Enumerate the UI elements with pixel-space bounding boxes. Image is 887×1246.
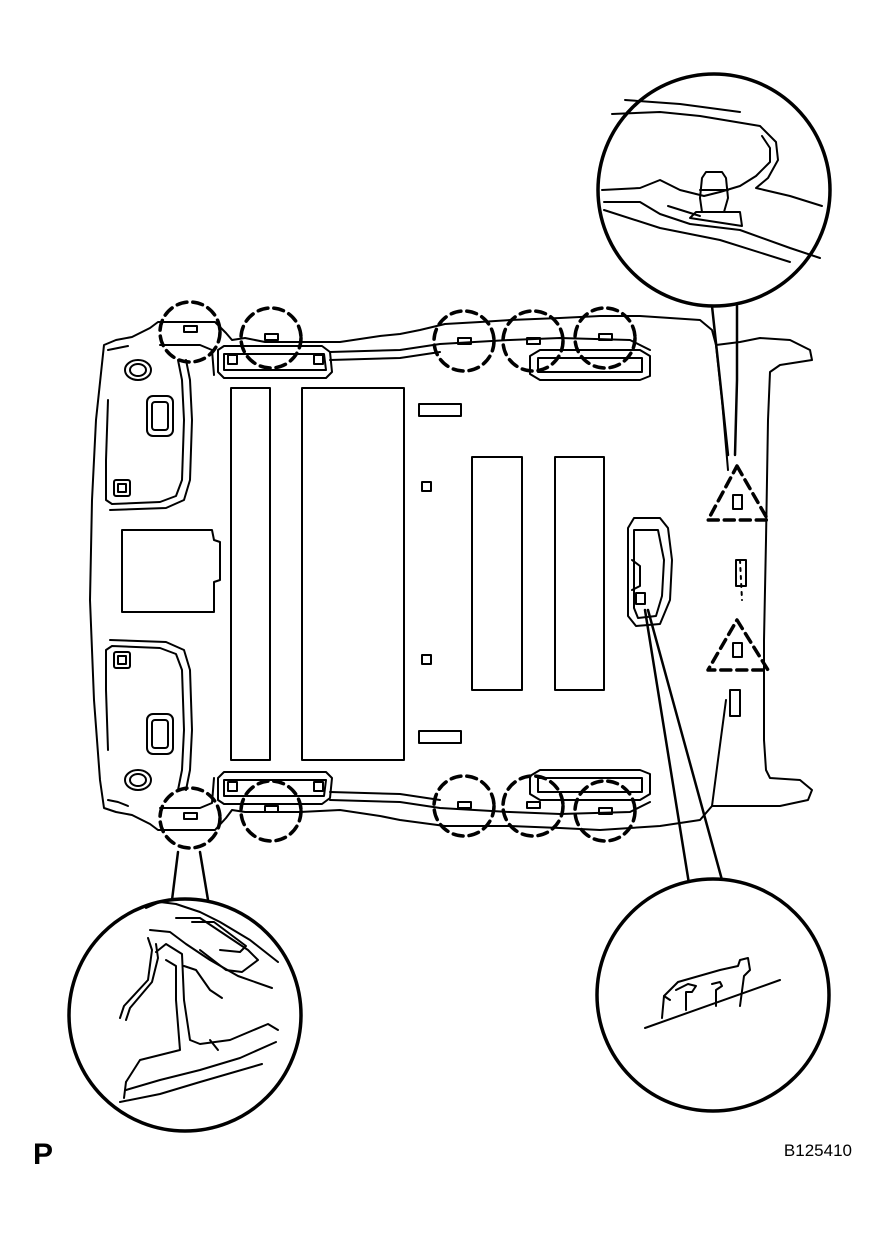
- clip-slots-top: [183, 325, 613, 345]
- detail-circle-top-right: [596, 72, 832, 457]
- rear-left-trim: [105, 639, 193, 791]
- claw-markers: [706, 464, 770, 672]
- clip-circle-top-5: [573, 306, 637, 370]
- clip-circle-bottom-2: [239, 779, 303, 843]
- clip-circle-top-2: [239, 306, 303, 370]
- top-bracket-left: [217, 345, 333, 379]
- clip-circle-bottom-5: [573, 779, 637, 843]
- bottom-bracket-right: [529, 769, 651, 801]
- rear-edge-slots: [729, 559, 747, 717]
- clip-circle-top-1: [158, 300, 222, 364]
- clip-markers-top: [158, 300, 637, 373]
- small-slots: [418, 403, 462, 744]
- clip-circle-top-3: [432, 309, 496, 373]
- clip-circle-top-4: [501, 309, 565, 373]
- detail-circle-bottom-left: [67, 850, 303, 1133]
- headliner-outline: [89, 315, 813, 831]
- sunroof-opening: [121, 529, 221, 613]
- long-panels: [230, 387, 605, 761]
- assist-grip: [627, 517, 673, 627]
- page-label: P: [33, 1138, 54, 1171]
- bottom-bracket-left: [217, 771, 333, 805]
- clip-circle-bottom-1: [158, 786, 222, 850]
- clip-circle-bottom-4: [501, 774, 565, 838]
- figure-reference-code: B125410: [783, 1141, 852, 1160]
- front-left-trim: [105, 359, 193, 511]
- top-bracket-right: [529, 349, 651, 381]
- claw-slots: [732, 494, 743, 658]
- clip-circle-bottom-3: [432, 774, 496, 838]
- detail-circle-bottom-right: [595, 608, 831, 1113]
- claw-triangle-2: [706, 618, 770, 672]
- claw-triangle-1: [706, 464, 770, 522]
- clip-markers-bottom: [158, 774, 637, 850]
- clip-slots-bottom: [183, 801, 613, 820]
